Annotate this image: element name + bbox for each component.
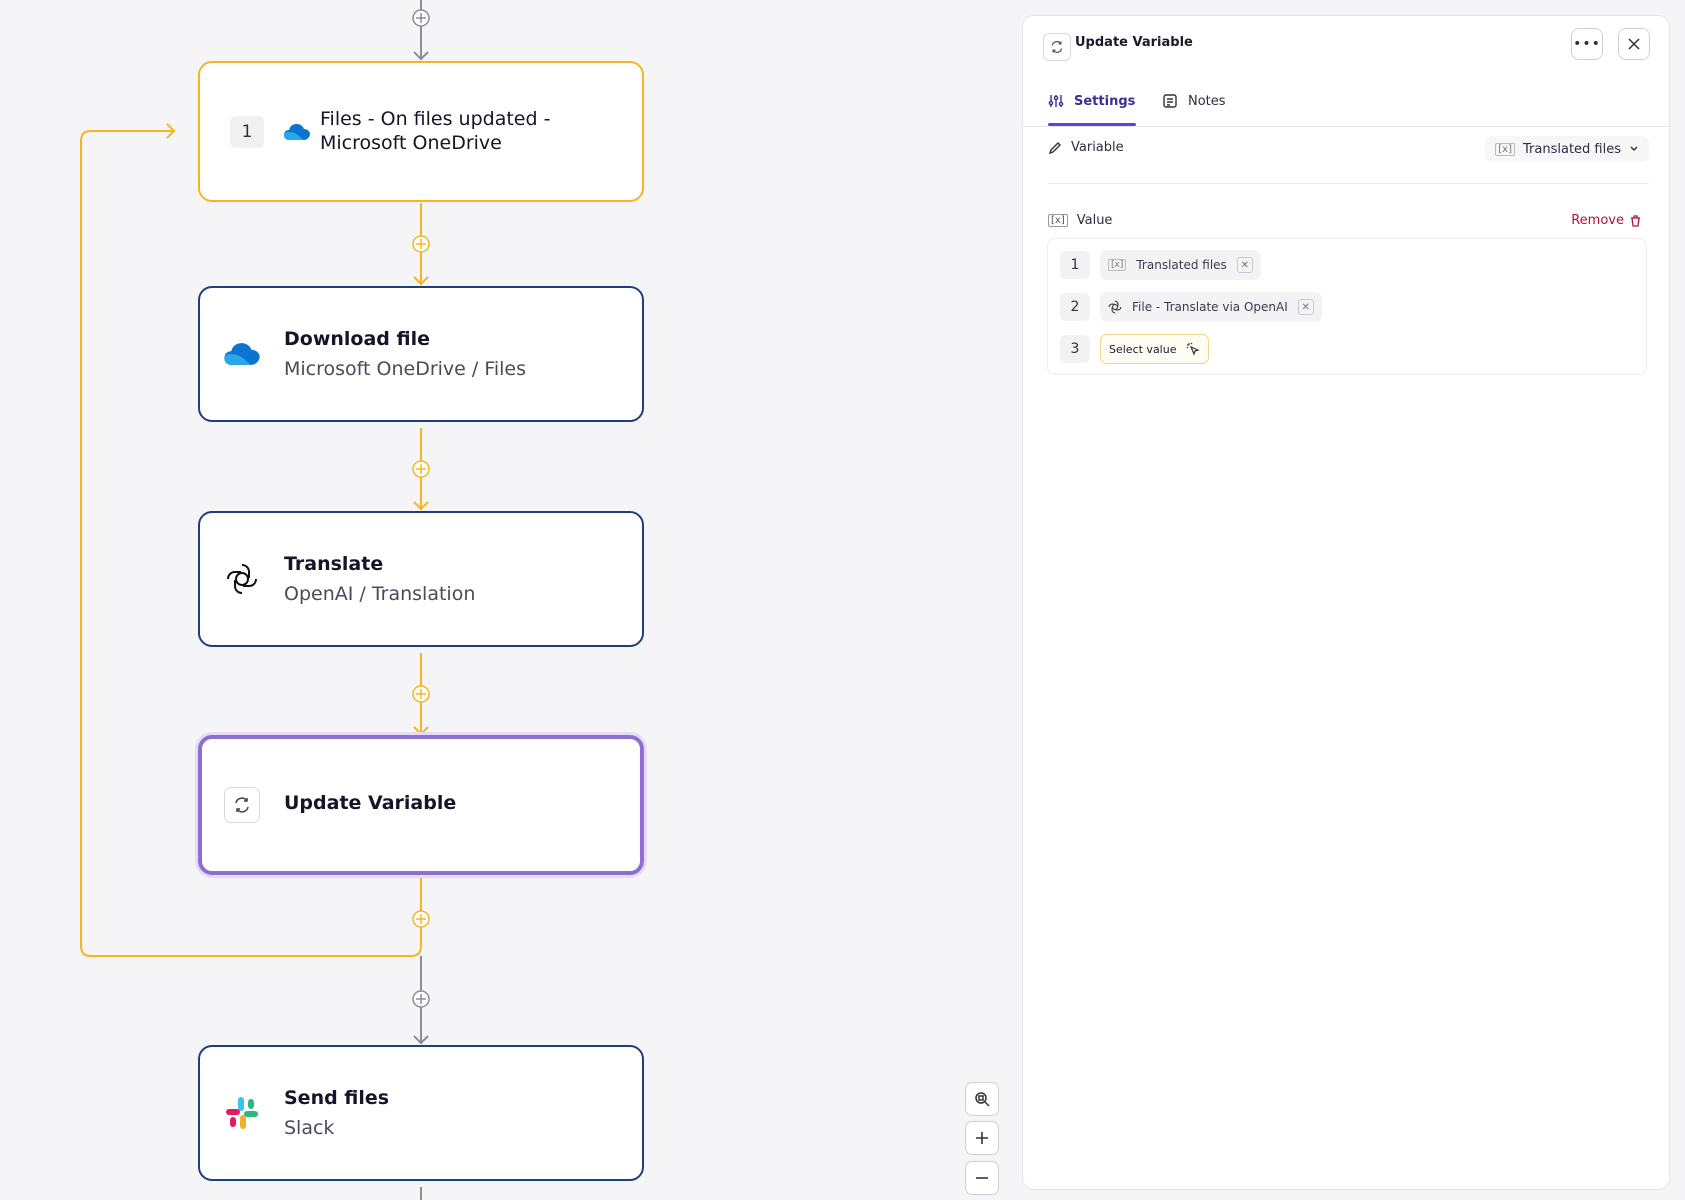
settings-panel: Update Variable ••• Settings Notes Varia… <box>1022 15 1670 1190</box>
arrow-head <box>413 51 429 61</box>
zoom-fit-button[interactable] <box>965 1082 999 1116</box>
close-panel-button[interactable] <box>1618 28 1650 60</box>
trigger-line-2: Microsoft OneDrive <box>320 132 502 154</box>
node-title: Translate <box>284 553 384 575</box>
onedrive-icon <box>222 334 262 374</box>
remove-button[interactable]: Remove <box>1571 213 1641 228</box>
variable-select[interactable]: [x] Translated files <box>1485 136 1649 162</box>
node-subtitle: Microsoft OneDrive / Files <box>284 358 527 380</box>
chip-label: Translated files <box>1136 258 1227 272</box>
zoom-search-icon <box>975 1092 990 1107</box>
node-send-files[interactable]: Send files Slack <box>198 1045 644 1181</box>
trigger-line-1: Files - On files updated - <box>320 108 551 130</box>
node-subtitle: OpenAI / Translation <box>284 583 476 605</box>
plus-glyph <box>416 13 426 23</box>
panel-title: Update Variable <box>1075 35 1193 50</box>
sliders-icon <box>1048 95 1064 107</box>
value-label: Value <box>1076 213 1113 228</box>
step-number: 1 <box>230 116 264 148</box>
refresh-variable-icon <box>1043 33 1071 61</box>
add-step-icon[interactable] <box>412 910 430 928</box>
chevron-down-icon <box>1630 146 1638 152</box>
remove-chip-icon[interactable]: ✕ <box>1297 299 1314 315</box>
value-row-label: [x] Value <box>1048 213 1112 228</box>
variable-icon: [x] <box>1108 259 1127 271</box>
add-step-icon[interactable] <box>412 990 430 1008</box>
active-tab-indicator <box>1048 123 1136 126</box>
value-index: 2 <box>1060 293 1090 321</box>
trigger-title: Files - On files updated - Microsoft One… <box>320 107 620 155</box>
node-download-file[interactable]: Download file Microsoft OneDrive / Files <box>198 286 644 422</box>
add-step-icon[interactable] <box>412 685 430 703</box>
variable-label: Variable <box>1071 140 1124 155</box>
node-title: Download file <box>284 328 430 350</box>
openai-icon <box>222 559 262 599</box>
value-index: 3 <box>1060 335 1090 363</box>
node-translate[interactable]: Translate OpenAI / Translation <box>198 511 644 647</box>
slack-icon <box>222 1093 262 1133</box>
variable-icon: [x] <box>1048 214 1068 227</box>
remove-label: Remove <box>1571 213 1624 228</box>
variable-icon: [x] <box>1495 142 1516 156</box>
minus-icon <box>976 1177 988 1179</box>
tab-notes[interactable]: Notes <box>1162 76 1226 126</box>
openai-icon <box>1108 300 1122 314</box>
trash-icon <box>1631 214 1640 227</box>
cursor-click-icon <box>1187 342 1201 356</box>
plus-icon <box>976 1132 988 1144</box>
onedrive-icon <box>277 112 317 152</box>
remove-chip-icon[interactable]: ✕ <box>1236 257 1253 273</box>
tab-settings[interactable]: Settings <box>1048 76 1135 126</box>
loop-connectors <box>80 123 429 957</box>
panel-tabs: Settings Notes <box>1023 76 1669 127</box>
add-step-icon[interactable] <box>412 460 430 478</box>
chip-label: File - Translate via OpenAI <box>1132 300 1288 314</box>
divider <box>1048 183 1649 184</box>
flow-connectors <box>80 0 430 1200</box>
chip-label: Select value <box>1109 342 1177 356</box>
value-chip[interactable]: [x] Translated files ✕ <box>1100 250 1261 280</box>
variable-selected-value: Translated files <box>1523 141 1621 157</box>
node-title: Update Variable <box>284 792 457 814</box>
node-update-variable[interactable]: Update Variable <box>198 735 644 875</box>
node-subtitle: Slack <box>284 1117 335 1139</box>
workflow-canvas[interactable]: 1 Files - On files updated - Microsoft O… <box>0 0 1020 1200</box>
node-title: Send files <box>284 1087 390 1109</box>
trigger-node[interactable]: 1 Files - On files updated - Microsoft O… <box>198 61 644 202</box>
tab-label: Notes <box>1188 93 1226 109</box>
more-options-button[interactable]: ••• <box>1571 28 1603 60</box>
value-chip[interactable]: File - Translate via OpenAI ✕ <box>1100 292 1322 322</box>
value-index: 1 <box>1060 251 1090 279</box>
close-icon <box>1628 38 1640 50</box>
pencil-icon <box>1048 141 1061 154</box>
value-list: 1 [x] Translated files ✕ 2 File - Transl… <box>1047 238 1647 375</box>
tab-label: Settings <box>1074 93 1136 109</box>
select-value-button[interactable]: Select value <box>1100 334 1210 364</box>
zoom-in-button[interactable] <box>965 1121 999 1155</box>
add-step-icon[interactable] <box>412 235 430 253</box>
zoom-out-button[interactable] <box>965 1161 999 1195</box>
variable-row-label: Variable <box>1048 140 1124 155</box>
refresh-variable-icon <box>224 787 260 823</box>
more-horizontal-icon: ••• <box>1573 36 1601 52</box>
notes-icon <box>1163 94 1177 108</box>
